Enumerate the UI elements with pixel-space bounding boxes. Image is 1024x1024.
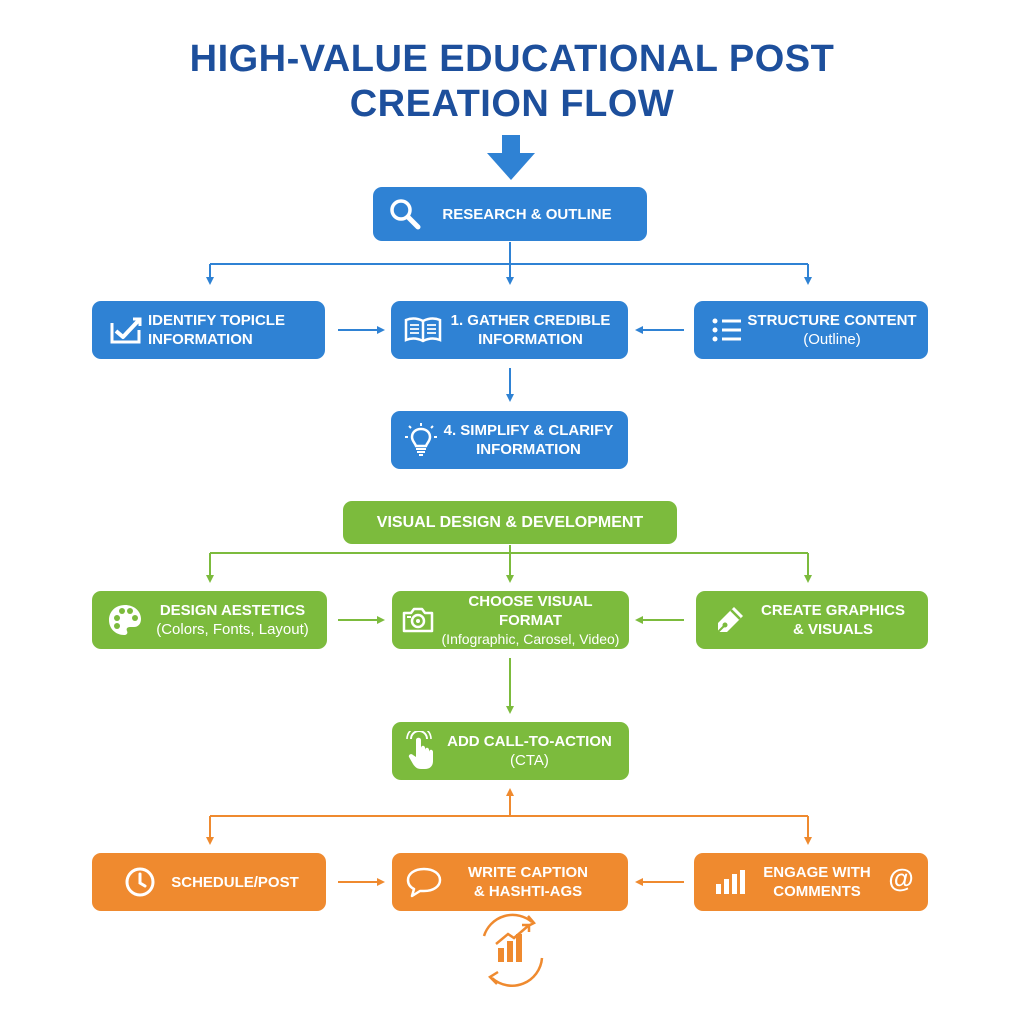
structure-content-label: STRUCTURE CONTENT (Outline) <box>746 311 918 349</box>
simplify-clarify-line2: INFORMATION <box>476 441 581 458</box>
growth-cycle-icon <box>482 913 544 987</box>
identify-topic-line2: INFORMATION <box>148 331 253 348</box>
schedule-post-label: SCHEDULE/POST <box>171 873 299 891</box>
simplify-clarify-line1: 4. SIMPLIFY & CLARIFY <box>443 422 614 439</box>
add-cta-box[interactable]: ADD CALL-TO-ACTION (CTA) <box>392 722 629 780</box>
identify-topic-box[interactable]: IDENTIFY TOPICLE INFORMATION <box>92 301 325 359</box>
schedule-post-box[interactable]: SCHEDULE/POST <box>92 853 326 911</box>
choose-visual-format-line2: (Infographic, Carosel, Video) <box>441 630 620 647</box>
palette-icon <box>104 603 146 637</box>
research-outline-header[interactable]: RESEARCH & OUTLINE <box>373 187 647 241</box>
design-aesthetics-line2: (Colors, Fonts, Layout) <box>156 621 309 638</box>
bar-chart-icon <box>712 868 748 896</box>
simplify-clarify-label: 4. SIMPLIFY & CLARIFY INFORMATION <box>441 421 616 459</box>
title-down-arrow <box>487 135 535 180</box>
check-chart-icon <box>104 315 148 345</box>
choose-visual-format-label: CHOOSE VISUAL FORMAT (Infographic, Caros… <box>438 592 623 649</box>
camera-icon <box>398 606 438 634</box>
engage-comments-box[interactable]: ENGAGE WITH COMMENTS @ <box>694 853 928 911</box>
gather-credible-label: 1. GATHER CREDIBLE INFORMATION <box>445 311 616 349</box>
write-caption-label: WRITE CAPTION & HASHTI-AGS <box>446 863 610 901</box>
page-title-line1: HIGH-VALUE EDUCATIONAL POST <box>189 38 835 80</box>
bullet-list-icon <box>708 317 746 343</box>
engage-comments-line1: ENGAGE WITH <box>763 864 871 881</box>
page-title-line2: CREATION FLOW <box>349 83 675 125</box>
design-aesthetics-line1: DESIGN AESTETICS <box>159 602 306 619</box>
clock-icon <box>120 865 160 899</box>
at-sign-icon: @ <box>888 862 914 893</box>
lightbulb-icon <box>401 422 441 458</box>
open-book-icon <box>401 315 445 345</box>
add-cta-line2: (CTA) <box>510 752 549 769</box>
choose-visual-format-box[interactable]: CHOOSE VISUAL FORMAT (Infographic, Caros… <box>392 591 629 649</box>
engage-comments-label: ENGAGE WITH COMMENTS <box>748 863 886 901</box>
create-graphics-line1: CREATE GRAPHICS <box>761 602 905 619</box>
gather-credible-line1: 1. GATHER CREDIBLE <box>450 312 611 329</box>
write-caption-line1: WRITE CAPTION <box>468 864 588 881</box>
add-cta-label: ADD CALL-TO-ACTION (CTA) <box>444 732 615 770</box>
structure-content-box[interactable]: STRUCTURE CONTENT (Outline) <box>694 301 928 359</box>
write-caption-box[interactable]: WRITE CAPTION & HASHTI-AGS <box>392 853 628 911</box>
structure-content-line2: (Outline) <box>803 331 861 348</box>
visual-design-header[interactable]: VISUAL DESIGN & DEVELOPMENT <box>343 501 677 544</box>
write-caption-line2: & HASHTI-AGS <box>473 883 583 900</box>
create-graphics-label: CREATE GRAPHICS & VISUALS <box>750 601 916 639</box>
add-cta-line1: ADD CALL-TO-ACTION <box>447 733 612 750</box>
simplify-clarify-box[interactable]: 4. SIMPLIFY & CLARIFY INFORMATION <box>391 411 628 469</box>
identify-topic-line1: IDENTIFY TOPICLE <box>148 312 285 329</box>
pen-icon <box>710 604 750 636</box>
design-aesthetics-box[interactable]: DESIGN AESTETICS (Colors, Fonts, Layout) <box>92 591 327 649</box>
choose-visual-format-line1: CHOOSE VISUAL FORMAT <box>468 592 593 629</box>
research-outline-label: RESEARCH & OUTLINE <box>442 205 612 223</box>
gather-credible-line2: INFORMATION <box>478 331 583 348</box>
engage-comments-line2: COMMENTS <box>773 883 861 900</box>
search-icon <box>385 197 425 231</box>
design-aesthetics-label: DESIGN AESTETICS (Colors, Fonts, Layout) <box>146 601 319 639</box>
identify-topic-label: IDENTIFY TOPICLE INFORMATION <box>148 311 315 349</box>
speech-bubble-icon <box>402 866 446 898</box>
visual-design-label: VISUAL DESIGN & DEVELOPMENT <box>376 514 644 531</box>
tap-hand-icon <box>400 731 444 771</box>
structure-content-line1: STRUCTURE CONTENT <box>747 312 917 329</box>
gather-credible-box[interactable]: 1. GATHER CREDIBLE INFORMATION <box>391 301 628 359</box>
create-graphics-line2: & VISUALS <box>792 621 873 638</box>
create-graphics-box[interactable]: CREATE GRAPHICS & VISUALS <box>696 591 928 649</box>
